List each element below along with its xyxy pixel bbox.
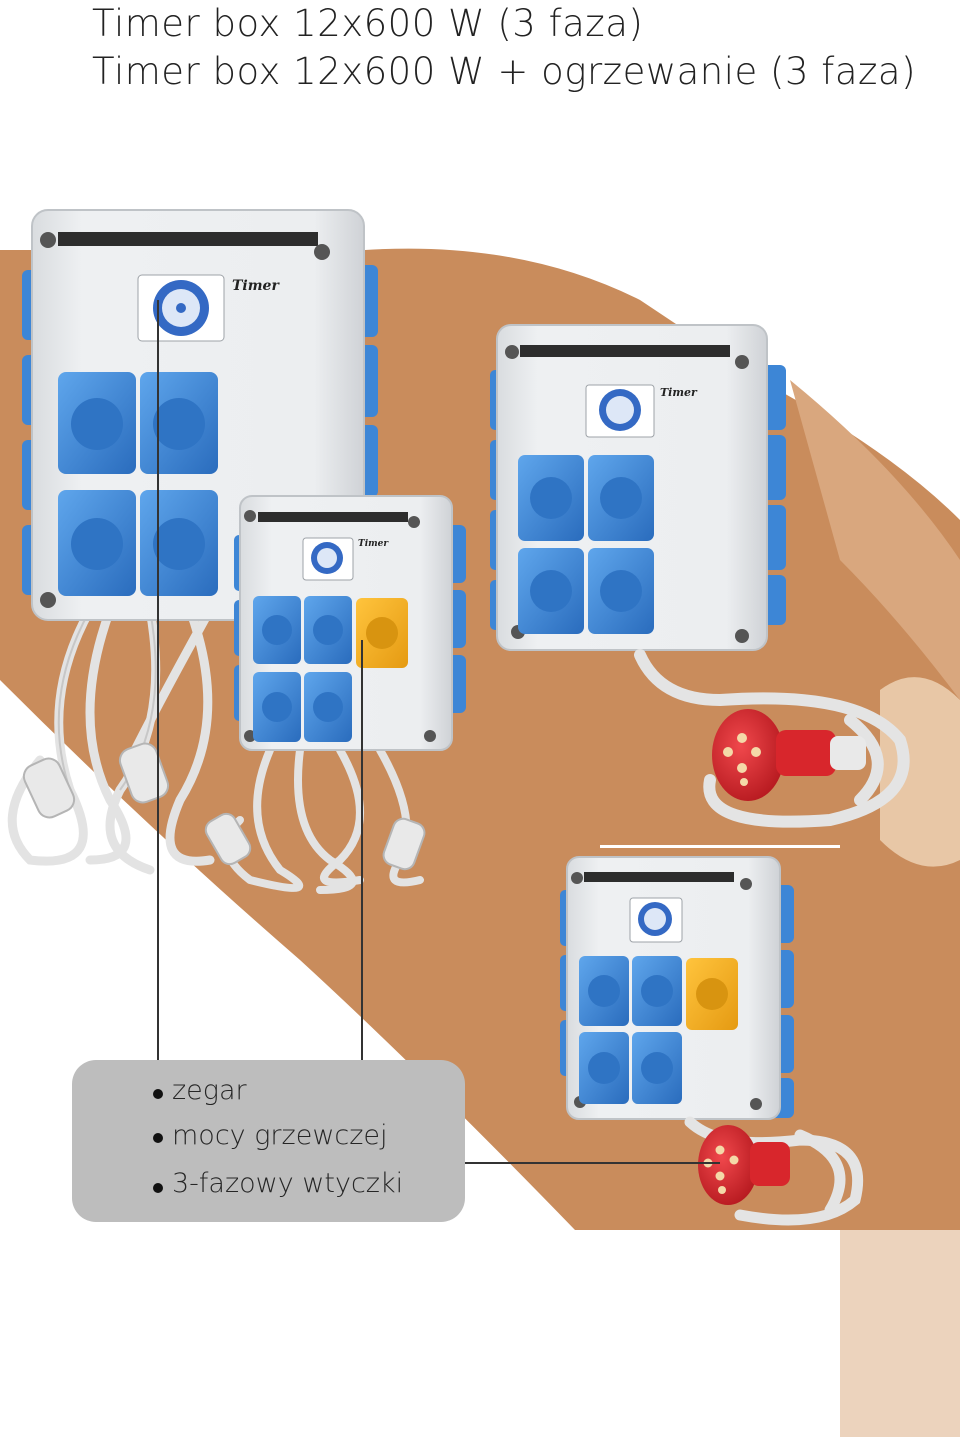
legend-item-three-phase-plug: 3-fazowy wtyczki xyxy=(172,1168,404,1199)
schuko-plug-icon xyxy=(22,742,170,819)
page-titles: Timer box 12x600 W (3 faza) Timer box 12… xyxy=(92,0,952,96)
schuko-plug-icon xyxy=(204,812,426,871)
svg-text:Timer: Timer xyxy=(660,386,698,399)
svg-text:Timer: Timer xyxy=(358,539,389,549)
svg-text:Timer: Timer xyxy=(232,278,280,294)
title-line-2: Timer box 12x600 W + ogrzewanie (3 faza) xyxy=(92,50,917,93)
legend-item-clock: zegar xyxy=(172,1075,247,1106)
timer-box-c: Timer xyxy=(204,495,466,894)
timer-box-d xyxy=(560,845,864,1226)
three-phase-plug-icon xyxy=(698,1125,790,1205)
legend-box xyxy=(72,1060,465,1222)
legend-item-heating-power: mocy grzewczej xyxy=(172,1120,388,1151)
background-band-edge xyxy=(790,380,960,700)
background-light-patch xyxy=(880,677,960,867)
title-line-1: Timer box 12x600 W (3 faza) xyxy=(92,2,644,45)
timer-box-b: Timer xyxy=(490,324,910,828)
three-phase-plug-icon xyxy=(712,709,866,801)
background-light-strip xyxy=(840,1230,960,1437)
